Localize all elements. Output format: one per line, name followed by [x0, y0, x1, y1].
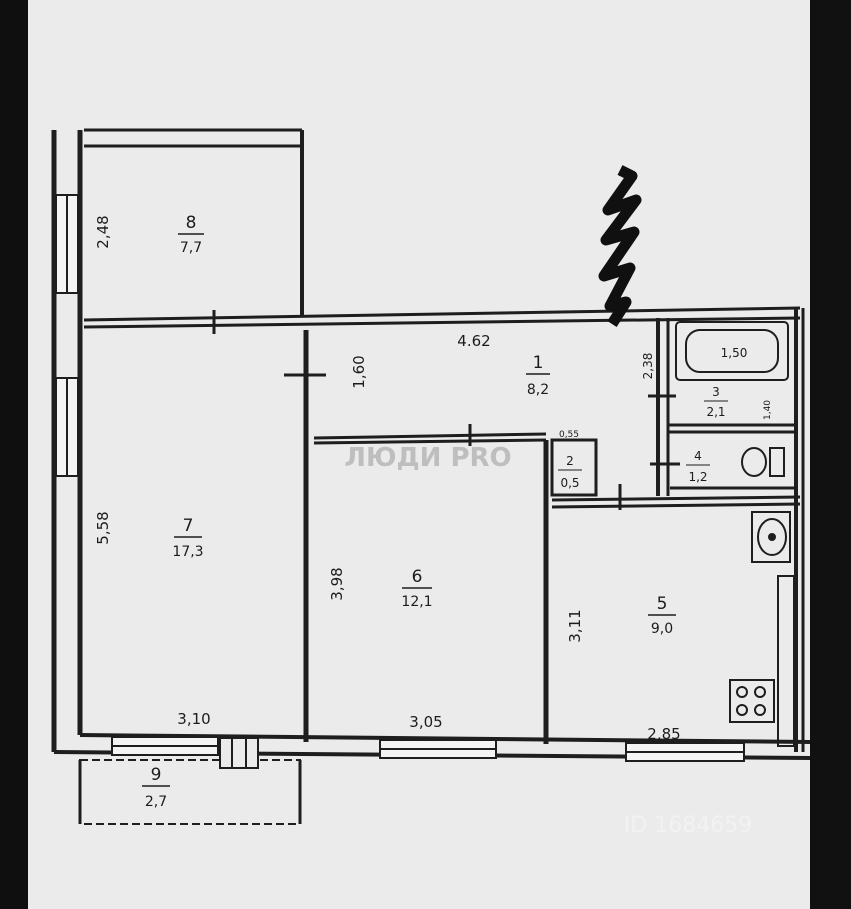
room8-number: 8 [186, 213, 197, 233]
redaction-scribble [598, 165, 642, 327]
dim-bath-width: 1,40 [763, 400, 773, 420]
room5-area: 9,0 [651, 621, 673, 637]
watermarks: ЛЮДИ PRO ID 1684659 [344, 443, 752, 838]
dim-room8-depth: 2,48 [94, 215, 112, 248]
counter [777, 575, 795, 747]
room9-number: 9 [151, 765, 162, 785]
room-labels: 8 7,7 7 17,3 6 12,1 5 9,0 1 8,2 2 0,5 3 … [142, 213, 728, 810]
room1-area: 8,2 [527, 382, 549, 398]
stove-icon [729, 679, 775, 723]
room8-area: 7,7 [180, 240, 202, 256]
room2-area: 0,5 [560, 476, 579, 490]
room1-number: 1 [533, 353, 544, 373]
balcony-door [219, 737, 259, 769]
dim-hall-depth: 1,60 [350, 355, 368, 388]
dim-bath-depth: 2,38 [641, 353, 655, 380]
fixtures [675, 321, 795, 747]
dim-bathtub-length: 1,50 [721, 346, 748, 360]
dark-right-edge [810, 0, 851, 909]
dim-room5-width: 2,85 [647, 725, 680, 743]
room7-number: 7 [183, 516, 194, 536]
windows [55, 194, 745, 769]
room9-area: 2,7 [145, 794, 167, 810]
dim-room7-width: 3,10 [177, 710, 210, 728]
dim-room6-width: 3,05 [409, 713, 442, 731]
dim-room7-depth: 5,58 [94, 511, 112, 544]
sink-icon [751, 511, 791, 563]
dimension-labels: 2,48 5,58 3,10 3,05 2,85 3,98 3,11 1,60 … [94, 215, 773, 743]
dim-room6-depth: 3,98 [328, 567, 346, 600]
bathtub [675, 321, 789, 381]
door-marks [212, 310, 680, 510]
dim-hall-length: 4.62 [457, 332, 490, 350]
site-id-watermark: ID 1684659 [624, 813, 752, 838]
toilet-icon [741, 447, 785, 477]
dim-closet-width: 0,55 [559, 430, 579, 440]
room2-number: 2 [566, 454, 574, 468]
room3-number: 3 [712, 385, 720, 399]
room4-area: 1,2 [688, 470, 707, 484]
room6-area: 12,1 [401, 594, 432, 610]
room7-area: 17,3 [172, 544, 203, 560]
room3-area: 2,1 [706, 405, 725, 419]
room4-number: 4 [694, 449, 702, 463]
room5-number: 5 [657, 594, 668, 614]
dim-room5-depth: 3,11 [566, 609, 584, 642]
room6-number: 6 [412, 567, 423, 587]
agency-watermark: ЛЮДИ PRO [344, 443, 511, 473]
